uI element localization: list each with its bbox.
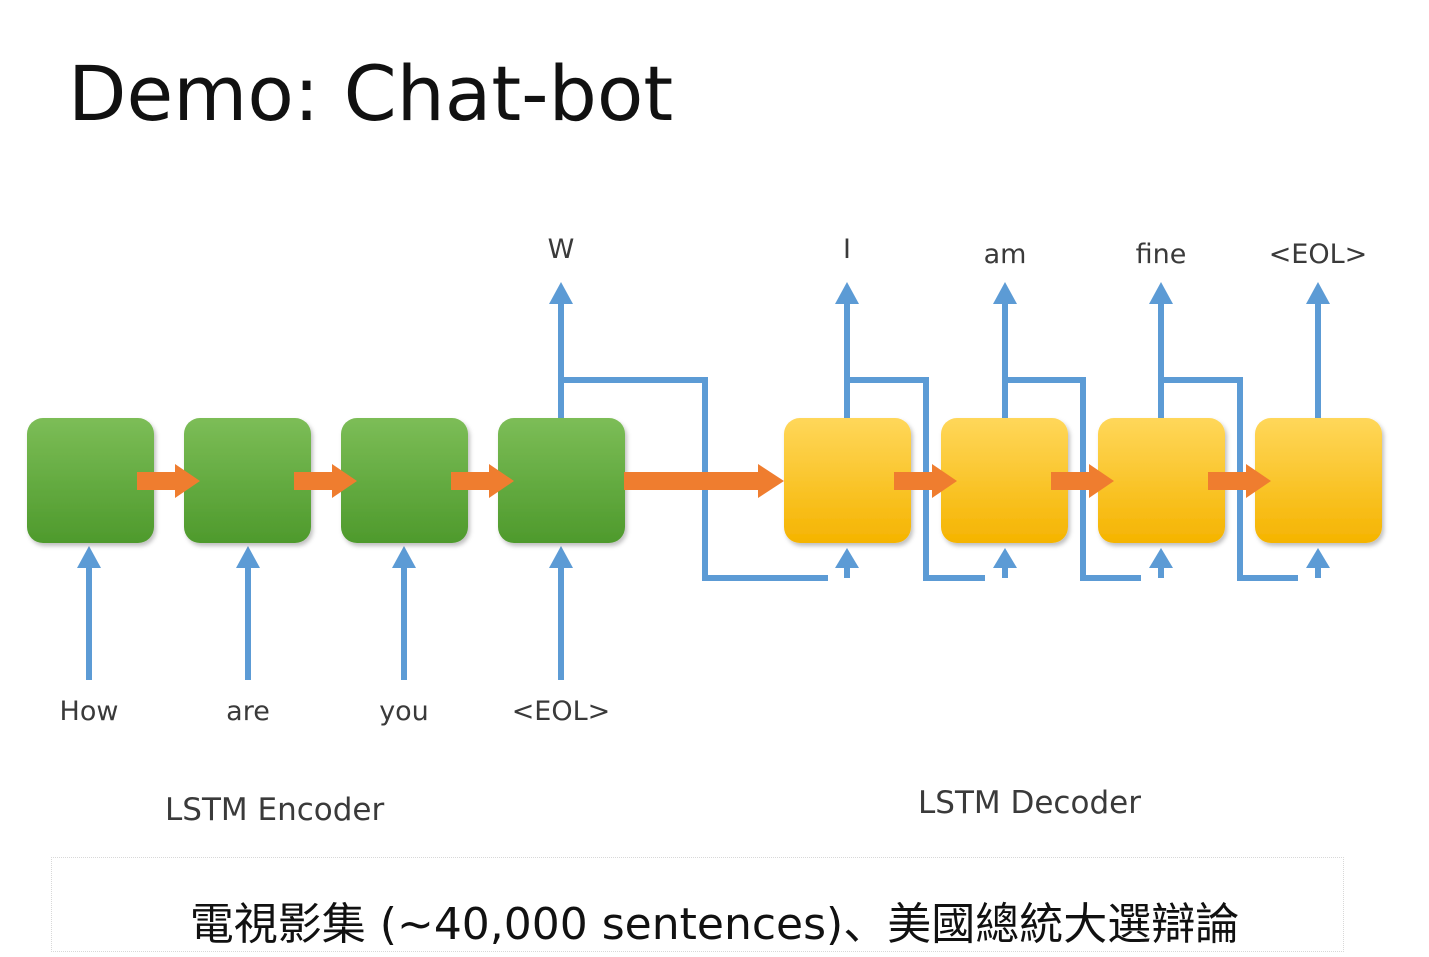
caption: 電視影集 (~40,000 sentences)、美國總統大選辯論	[189, 899, 1240, 950]
decoder-cell-1	[784, 418, 911, 543]
decoder-label: LSTM Decoder	[918, 785, 1141, 821]
decoder-cell-2	[941, 418, 1068, 543]
decoder-output-4: <EOL>	[1269, 239, 1368, 270]
encoder-output-label: W	[548, 234, 575, 265]
caption-box	[51, 857, 1344, 952]
decoder-cell-3	[1098, 418, 1225, 543]
encoder-input-1: How	[60, 696, 119, 727]
encoder-input-2: are	[226, 696, 270, 727]
encoder-cell-3	[341, 418, 468, 543]
decoder-output-1: I	[843, 234, 851, 265]
encoder-cell-4	[498, 418, 625, 543]
encoder-input-arrows	[77, 546, 573, 680]
decoder-output-2: am	[984, 239, 1027, 270]
decoder-output-3: fine	[1136, 239, 1187, 270]
decoder-cells	[784, 418, 1382, 543]
encoder-cell-1	[27, 418, 154, 543]
encoder-cells	[27, 418, 625, 543]
encoder-label: LSTM Encoder	[165, 792, 384, 828]
decoder-cell-4	[1255, 418, 1382, 543]
encoder-cell-2	[184, 418, 311, 543]
encoder-input-4: <EOL>	[512, 696, 611, 727]
output-arrows	[549, 282, 1330, 420]
encoder-input-3: you	[379, 696, 429, 727]
decoder-input-arrows	[835, 548, 1330, 578]
page-title: Demo: Chat-bot	[68, 49, 674, 138]
state-arrows	[137, 464, 1271, 498]
